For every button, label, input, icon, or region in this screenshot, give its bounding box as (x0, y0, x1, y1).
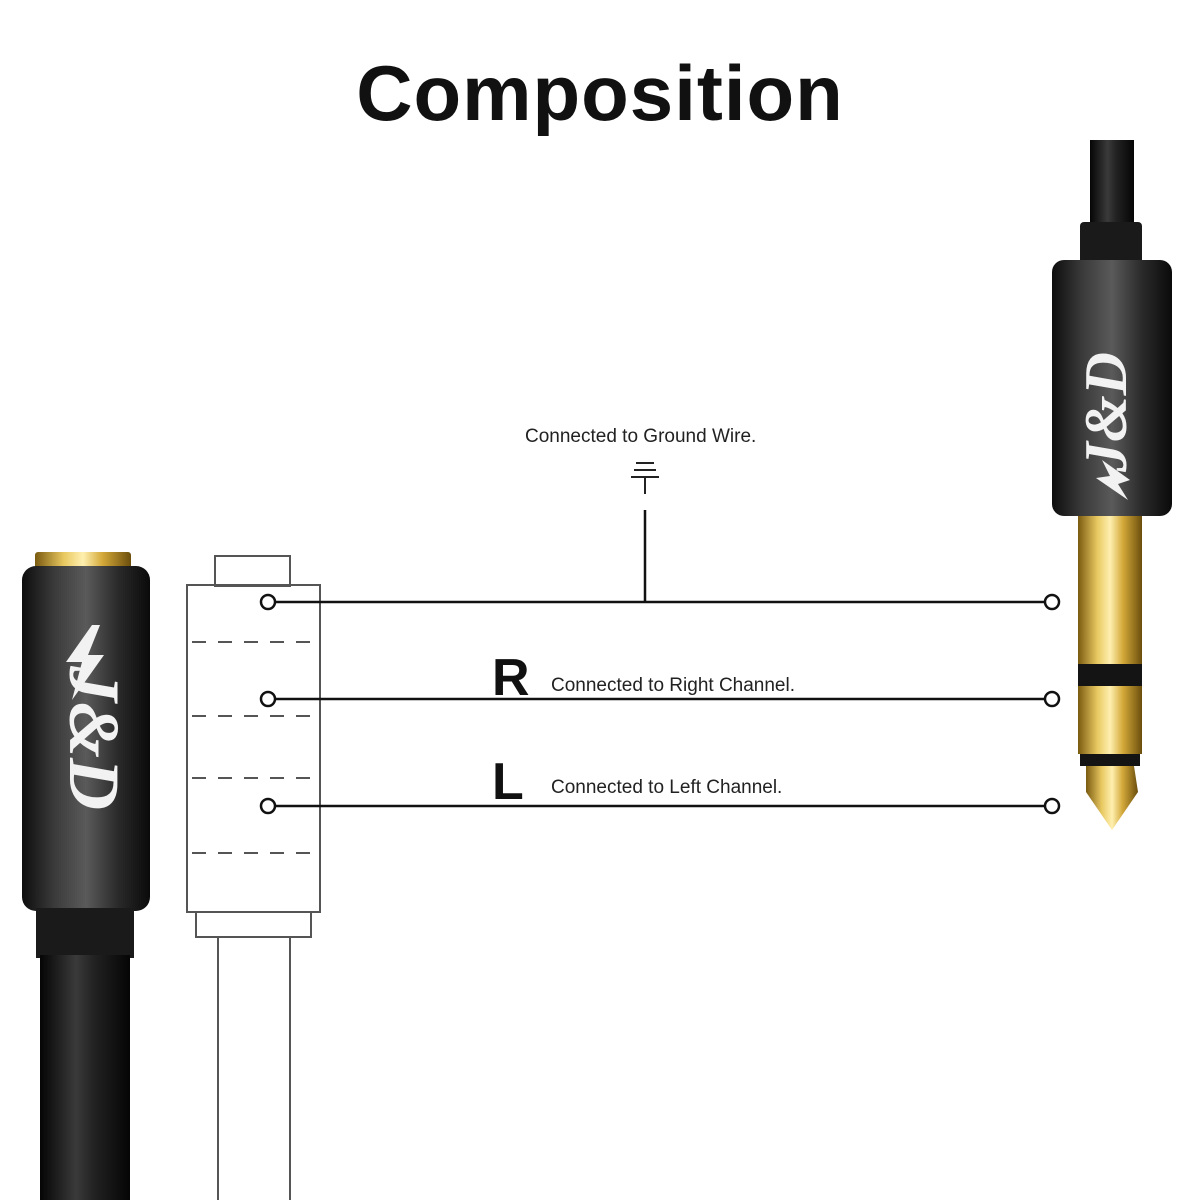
socket-schematic-top (214, 555, 291, 587)
socket-schematic-body (186, 584, 321, 913)
right-channel-label: Connected to Right Channel. (551, 675, 795, 696)
right-node-right (1043, 690, 1061, 708)
male-plug-cable (1090, 140, 1134, 230)
socket-schematic (186, 555, 321, 1200)
male-plug-sleeve (1078, 516, 1142, 664)
ground-node-right (1043, 593, 1061, 611)
male-plug-logo: J&D (1073, 352, 1139, 473)
svg-text:J&D: J&D (54, 665, 134, 810)
male-plug-connector: J&D (1052, 140, 1172, 830)
female-jack-gold-rim (35, 552, 131, 570)
male-plug-strain-relief (1080, 222, 1142, 264)
right-node-left (259, 690, 277, 708)
socket-schematic-collar (195, 911, 312, 938)
page-title: Composition (356, 49, 844, 137)
male-plug-insulator-1 (1078, 664, 1142, 686)
ground-symbol-icon (631, 462, 659, 494)
lightning-icon (1096, 460, 1130, 500)
right-channel-letter: R (492, 649, 530, 707)
svg-text:J&D: J&D (1073, 352, 1139, 473)
female-jack-collar (36, 908, 134, 958)
male-plug-body (1052, 260, 1172, 516)
lightning-icon (66, 625, 104, 700)
male-plug-ring (1078, 686, 1142, 754)
male-plug-tip (1086, 766, 1138, 830)
female-jack-cable (40, 955, 130, 1200)
ground-node-left (259, 593, 277, 611)
male-plug-insulator-2 (1080, 754, 1140, 766)
female-jack-logo: J&D (54, 665, 134, 810)
left-node-right (1043, 797, 1061, 815)
left-node-left (259, 797, 277, 815)
female-jack-connector: J&D (22, 552, 150, 1200)
ground-label: Connected to Ground Wire. (525, 426, 757, 447)
left-channel-letter: L (492, 753, 524, 811)
left-channel-label: Connected to Left Channel. (551, 777, 783, 798)
female-jack-body (22, 566, 150, 911)
